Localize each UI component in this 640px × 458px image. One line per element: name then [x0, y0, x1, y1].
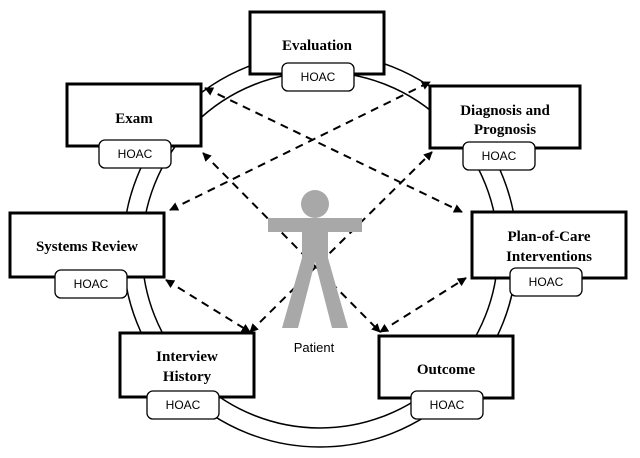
arrow-outcome-to-plan: [379, 277, 467, 333]
outcome-label: Outcome: [417, 362, 476, 378]
patient-figure-icon: [268, 190, 362, 328]
node-exam: Exam HOAC: [65, 82, 203, 169]
node-systems-review: Systems Review HOAC: [8, 211, 166, 299]
interview-tag: HOAC: [166, 398, 201, 412]
evaluation-label: Evaluation: [282, 38, 353, 54]
outcome-tag: HOAC: [430, 398, 465, 412]
systems-review-label: Systems Review: [36, 239, 138, 255]
node-diagnosis-prognosis: Diagnosis and Prognosis HOAC: [428, 84, 582, 171]
patient-label: Patient: [294, 340, 335, 355]
exam-tag: HOAC: [118, 147, 153, 161]
node-interview-history: Interview History HOAC: [118, 331, 256, 420]
plan-tag: HOAC: [529, 275, 564, 289]
plan-label-line2: Interventions: [506, 249, 592, 265]
interview-label-line2: History: [163, 369, 212, 385]
exam-label: Exam: [115, 111, 153, 127]
arrow-systems-to-interview: [165, 279, 251, 333]
arrow-interview-to-diagnosis: [249, 151, 433, 333]
arrow-systems-to-diagnosis: [169, 81, 431, 211]
systems-review-tag: HOAC: [74, 277, 109, 291]
diagnosis-label-line2: Prognosis: [474, 122, 536, 138]
node-plan-of-care: Plan-of-Care Interventions HOAC: [470, 210, 628, 297]
diagnosis-label-line1: Diagnosis and: [460, 103, 550, 119]
connector-arrows: [165, 81, 467, 333]
plan-label-line1: Plan-of-Care: [507, 229, 590, 245]
diagnosis-tag: HOAC: [482, 149, 517, 163]
interview-label-line1: Interview: [156, 349, 218, 365]
evaluation-tag: HOAC: [301, 70, 336, 84]
node-outcome: Outcome HOAC: [377, 334, 515, 420]
node-evaluation: Evaluation HOAC: [248, 10, 386, 92]
